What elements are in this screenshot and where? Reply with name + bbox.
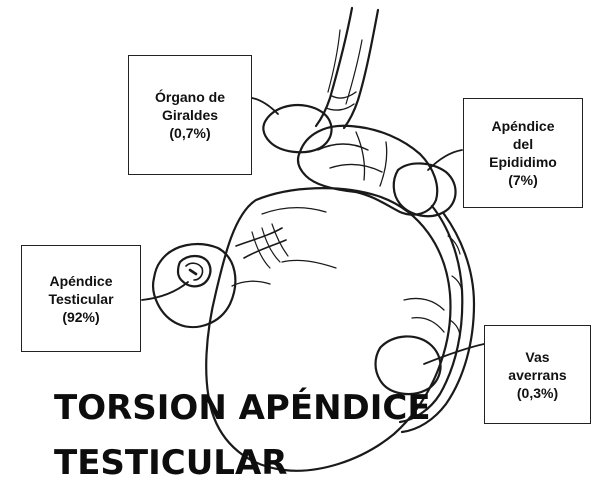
title-line-1: TORSION APÉNDICE [54,388,431,428]
label-epididimo-line3: Epididimo [489,153,557,171]
label-organo-line2: Giraldes [162,106,218,124]
leader-testicular [142,282,188,300]
epididymis-head [298,126,437,215]
organ-of-giraldes [263,105,331,152]
label-vas-averrans: Vas averrans (0,3%) [484,325,591,424]
label-organo-line1: Órgano de [155,88,225,106]
label-organo-pct: (0,7%) [169,124,210,142]
title-line-2: TESTICULAR [54,443,287,483]
label-testicular-pct: (92%) [62,308,99,326]
label-apendice-epididimo: Apéndice del Epididimo (7%) [463,98,583,208]
label-vas-line1: Vas [525,348,549,366]
label-testicular-line2: Testicular [48,290,113,308]
leader-epididimo [428,150,462,170]
label-vas-pct: (0,3%) [517,384,558,402]
label-epididimo-line2: del [513,135,533,153]
label-vas-line2: averrans [508,366,566,384]
label-epididimo-pct: (7%) [508,171,538,189]
label-apendice-testicular: Apéndice Testicular (92%) [21,245,141,352]
label-epididimo-line1: Apéndice [491,117,554,135]
label-testicular-line1: Apéndice [49,272,112,290]
label-organo-de-giraldes: Órgano de Giraldes (0,7%) [128,55,252,175]
